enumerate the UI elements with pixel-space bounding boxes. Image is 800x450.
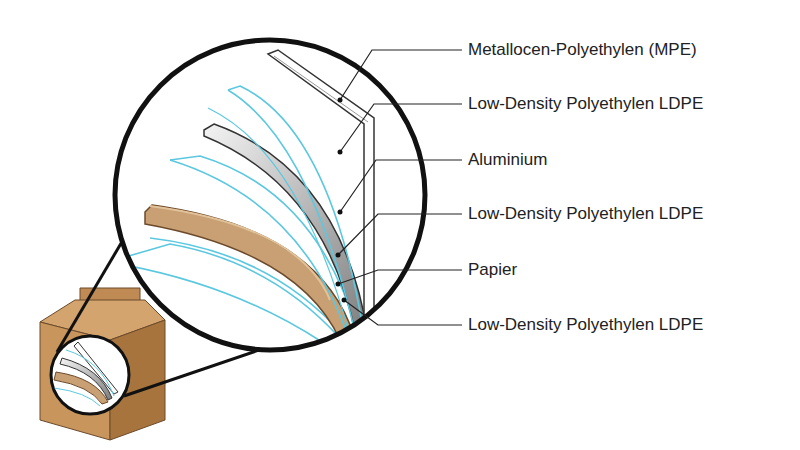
carton	[40, 288, 165, 440]
layer-label: Low-Density Polyethylen LDPE	[468, 315, 703, 335]
layer-label: Low-Density Polyethylen LDPE	[468, 94, 703, 114]
layer-label: Aluminium	[468, 150, 547, 170]
layer-label: Low-Density Polyethylen LDPE	[468, 204, 703, 224]
layer-label: Metallocen-Polyethylen (MPE)	[468, 40, 697, 60]
layer-label: Papier	[468, 260, 517, 280]
